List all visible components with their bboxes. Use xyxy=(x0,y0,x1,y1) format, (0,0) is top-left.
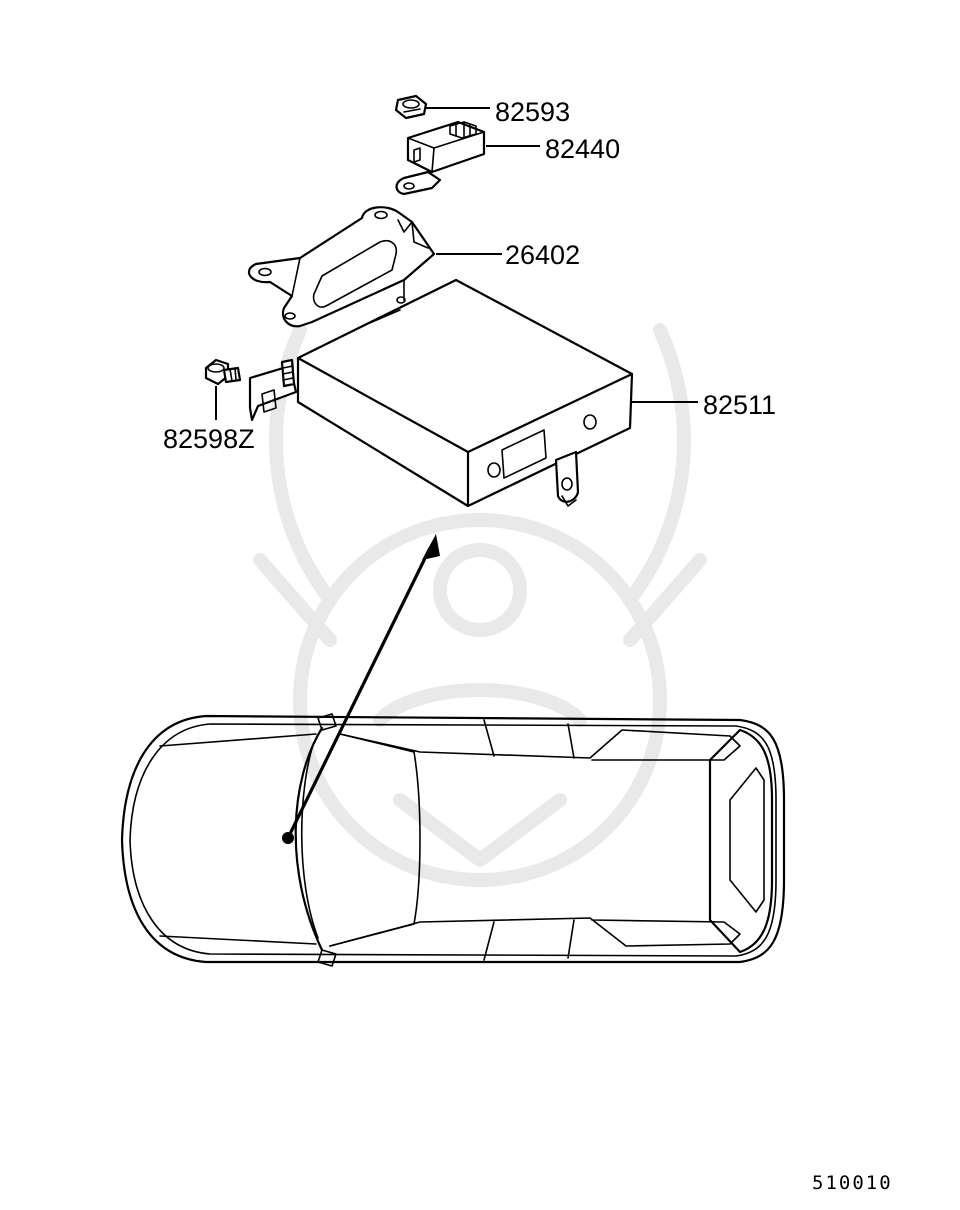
sensor-82440[interactable] xyxy=(395,120,486,196)
part-label-82511[interactable]: 82511 xyxy=(703,390,776,420)
bolt-82598z[interactable] xyxy=(204,358,242,386)
location-arrow xyxy=(282,534,440,844)
part-label-82440[interactable]: 82440 xyxy=(545,134,620,164)
bracket-26402[interactable] xyxy=(247,206,436,328)
nut-82593[interactable] xyxy=(394,94,428,120)
control-unit-82511[interactable] xyxy=(248,278,634,508)
callout-lines xyxy=(215,107,698,420)
figure-id: 510010 xyxy=(812,1172,893,1194)
part-labels: 82593 82440 26402 82511 82598Z xyxy=(163,97,776,454)
part-label-26402[interactable]: 26402 xyxy=(505,240,580,270)
part-label-82598z[interactable]: 82598Z xyxy=(163,424,255,454)
vehicle-outline xyxy=(120,713,786,967)
location-dot xyxy=(282,832,294,844)
part-label-82593[interactable]: 82593 xyxy=(495,97,570,127)
